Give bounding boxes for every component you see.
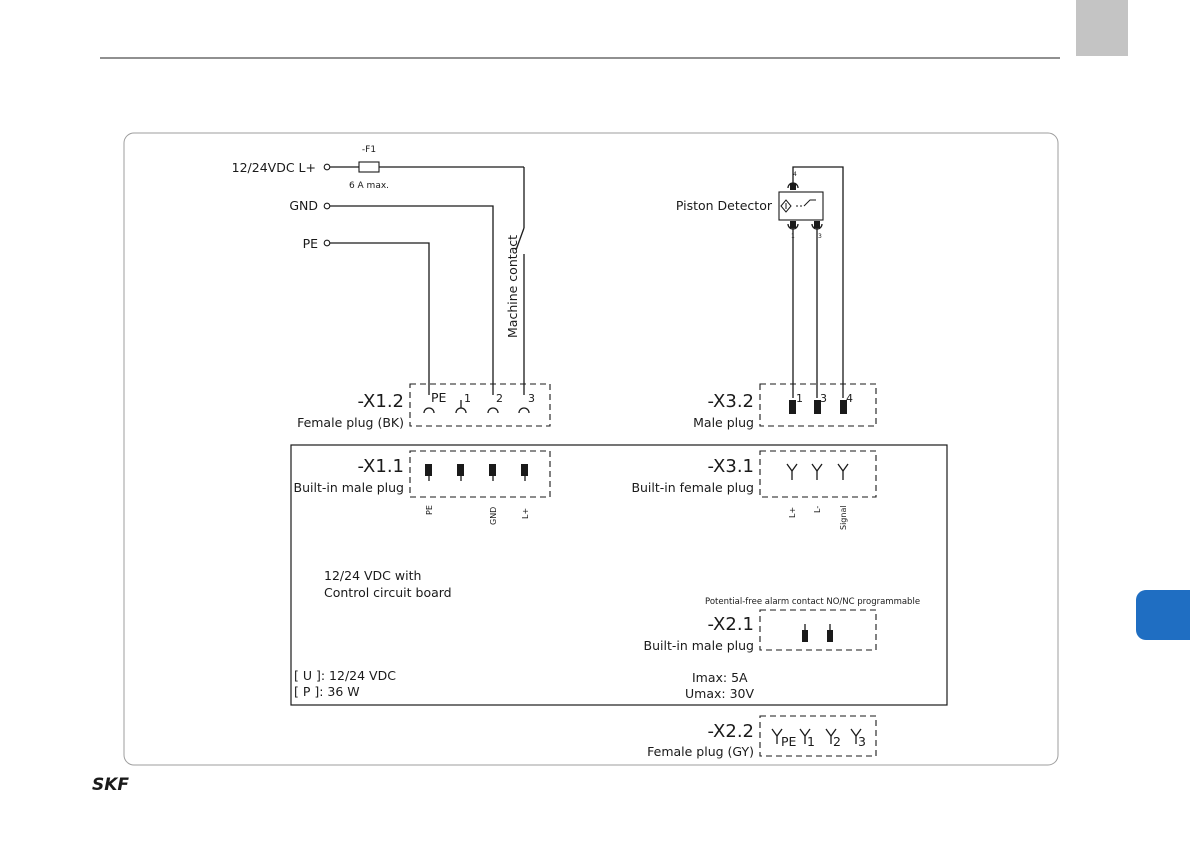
- board-line2: Control circuit board: [324, 585, 452, 600]
- skf-logo: SKF: [92, 775, 129, 795]
- x32-pin-block: [840, 400, 847, 414]
- x12-desc: Female plug (BK): [297, 415, 404, 430]
- x21-imax: Imax: 5A: [692, 670, 748, 685]
- fuse-f1: [358, 161, 380, 173]
- x31-label-signal: Signal: [839, 505, 848, 530]
- label-gnd: GND: [289, 198, 318, 213]
- x32-pin-3: 3: [820, 392, 827, 405]
- x21-desc: Built-in male plug: [644, 638, 754, 653]
- plug-x12-box: [409, 383, 551, 427]
- x12-socket-2: [487, 407, 499, 414]
- x32-pin-4: 4: [846, 392, 853, 405]
- machine-contact-switch: [515, 227, 525, 251]
- x31-label-l-minus: L-: [813, 506, 822, 513]
- x21-umax: Umax: 30V: [685, 686, 754, 701]
- x12-pin-2: 2: [496, 392, 503, 405]
- x22-pin-2: 2: [833, 734, 841, 749]
- label-pe: PE: [303, 236, 319, 251]
- gray-tab: [1076, 0, 1128, 56]
- x11-label-pe: PE: [425, 505, 434, 515]
- x12-id: -X1.2: [357, 391, 404, 412]
- label-l-plus: 12/24VDC L+: [232, 160, 316, 175]
- x12-socket-pe: [423, 407, 435, 414]
- sensor-symbol: [780, 199, 792, 213]
- x22-pin-pe: PE: [781, 734, 797, 749]
- plug-x31-box: [759, 450, 877, 498]
- board-line1: 12/24 VDC with: [324, 568, 421, 583]
- x21-id: -X2.1: [707, 614, 754, 635]
- sensor-pin-3: 3: [818, 233, 822, 240]
- x12-socket-3: [518, 407, 530, 414]
- x32-pin-1: 1: [796, 392, 803, 405]
- x32-id: -X3.2: [707, 391, 754, 412]
- plug-x22-box: [759, 715, 877, 757]
- x32-pin-block: [814, 400, 821, 414]
- x11-label-gnd: GND: [489, 507, 498, 525]
- board-power: [ P ]: 36 W: [294, 684, 360, 699]
- x12-pin-1: 1: [464, 392, 471, 405]
- blue-tab: [1136, 590, 1190, 640]
- x12-pin-3: 3: [528, 392, 535, 405]
- plug-x32-box: [759, 383, 877, 427]
- x22-desc: Female plug (GY): [647, 744, 754, 759]
- x31-desc: Built-in female plug: [631, 480, 754, 495]
- x32-desc: Male plug: [693, 415, 754, 430]
- x31-label-l-plus: L+: [788, 507, 797, 518]
- x31-id: -X3.1: [707, 456, 754, 477]
- x12-socket-1: [455, 407, 467, 414]
- label-piston-detector: Piston Detector: [676, 198, 773, 213]
- x22-pin-3: 3: [858, 734, 866, 749]
- sensor-pin-4: 4: [793, 171, 797, 178]
- fuse-rating: 6 A max.: [349, 181, 389, 191]
- x12-pin-pe: PE: [431, 390, 447, 405]
- terminal-gnd: [323, 202, 331, 210]
- label-machine-contact: Machine contact: [505, 235, 520, 338]
- terminal-l-plus: [323, 163, 331, 171]
- device-body: [290, 444, 948, 706]
- plug-x11-box: [409, 450, 551, 498]
- figure-frame: [123, 132, 1059, 766]
- x11-label-l-plus: L+: [521, 508, 530, 519]
- fuse-label: -F1: [362, 145, 376, 155]
- plug-x21-box: [759, 609, 877, 651]
- board-voltage: [ U ]: 12/24 VDC: [294, 668, 396, 683]
- x32-pin-block: [789, 400, 796, 414]
- terminal-pe: [323, 239, 331, 247]
- x11-id: -X1.1: [357, 456, 404, 477]
- x22-id: -X2.2: [707, 721, 754, 742]
- x21-note: Potential-free alarm contact NO/NC progr…: [705, 597, 920, 607]
- x11-desc: Built-in male plug: [294, 480, 404, 495]
- x22-pin-1: 1: [807, 734, 815, 749]
